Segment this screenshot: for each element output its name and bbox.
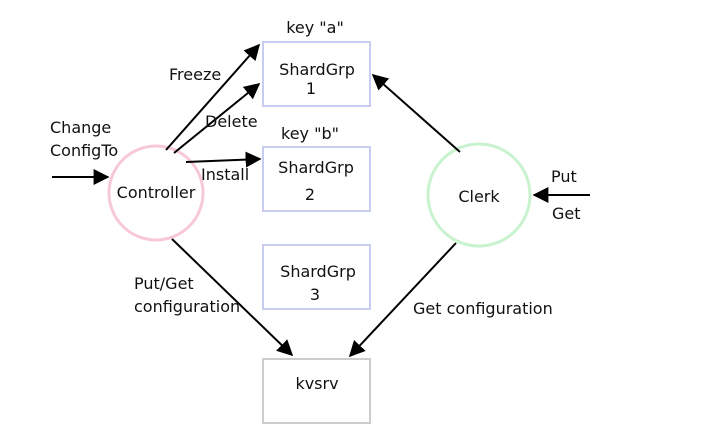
- shardgrp-1-box: [262, 41, 371, 107]
- install-arrow: [185, 151, 262, 168]
- clerk-to-kvsrv-arrow: [348, 242, 457, 358]
- shardgrp-3-number: 3: [310, 285, 320, 304]
- get-label: Get: [552, 204, 581, 223]
- put-label: Put: [551, 167, 577, 186]
- controller-label: Controller: [117, 183, 196, 202]
- shardgrp-1-number: 1: [306, 79, 316, 98]
- controller-to-kvsrv-arrow: [171, 238, 294, 357]
- shardgrp-2-number: 2: [305, 185, 315, 204]
- clerk-label: Clerk: [458, 187, 500, 206]
- shardgrp-3-label: ShardGrp: [280, 262, 356, 281]
- clerk-node: [426, 142, 532, 248]
- key-b-label: key "b": [281, 124, 339, 143]
- put-get-config-label-line1: Put/Get: [134, 274, 194, 293]
- clerk-to-shardgrp1-arrow: [371, 73, 461, 153]
- shardgrp-3-box: [262, 244, 371, 310]
- get-config-label: Get configuration: [413, 299, 553, 318]
- change-config-label-line1: Change: [50, 118, 111, 137]
- shardgrp-2-box: [262, 146, 371, 212]
- shardgrp-1-label: ShardGrp: [279, 60, 355, 79]
- freeze-arrow: [165, 43, 261, 151]
- controller-node: [107, 144, 205, 242]
- put-get-config-label-line2: configuration: [134, 297, 240, 316]
- delete-arrow: [173, 82, 261, 154]
- kvsrv-box: [262, 358, 371, 424]
- install-label: Install: [201, 165, 249, 184]
- freeze-label: Freeze: [169, 65, 221, 84]
- kvsrv-label: kvsrv: [295, 374, 338, 393]
- shardgrp-2-label: ShardGrp: [278, 158, 354, 177]
- key-a-label: key "a": [286, 18, 344, 37]
- change-config-label-line2: ConfigTo: [50, 141, 118, 160]
- delete-label: Delete: [205, 112, 258, 131]
